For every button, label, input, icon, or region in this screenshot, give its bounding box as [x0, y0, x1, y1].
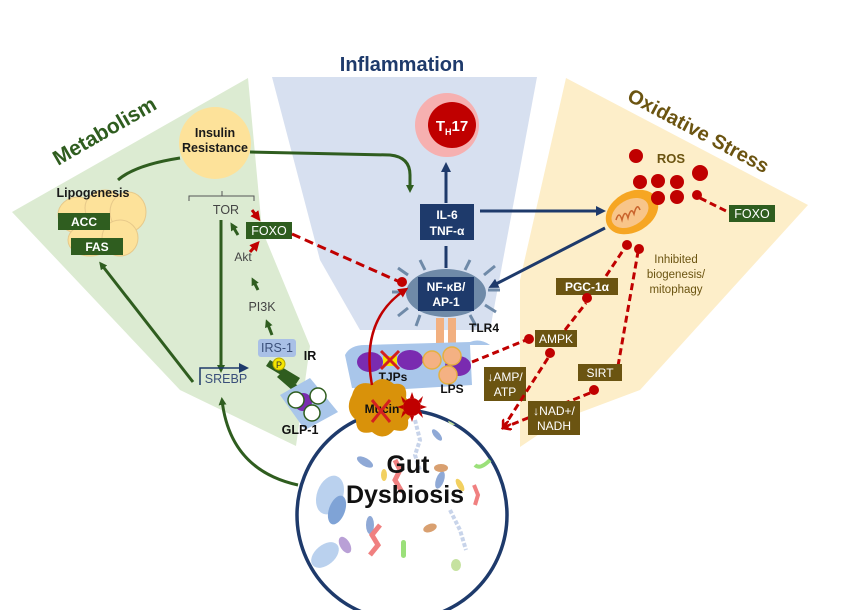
nfkb-label: NF-κB/	[427, 280, 466, 294]
atp-label: ATP	[494, 385, 516, 399]
ampk-to-pgc1a-line	[563, 302, 588, 331]
insulin-to-cytokines-arrow	[249, 150, 414, 193]
il6-label: IL-6	[436, 208, 458, 222]
fas-box	[71, 238, 123, 255]
tor-label: TOR	[213, 203, 239, 217]
tor-inhibits-foxo-arrow	[250, 209, 261, 222]
mitophagy-label: mitophagy	[649, 284, 702, 296]
inhibit-dot	[634, 244, 644, 254]
th17-cell-inner	[428, 102, 476, 148]
gut-to-srebp-arrow	[218, 397, 299, 487]
srebp-label: SREBP	[205, 372, 247, 386]
tlr4-stalk	[436, 318, 444, 346]
tnfa-label: TNF-α	[430, 224, 465, 238]
sirt-label: SIRT	[586, 366, 614, 380]
pgc1a-to-mitochondria-line	[604, 245, 628, 277]
irs1-to-pi3k-arrow	[265, 319, 274, 336]
mucin-blob	[348, 379, 413, 437]
mucin-degraded-x-icon	[370, 399, 392, 423]
inhibited-label: Inhibited	[654, 254, 697, 266]
gut-to-ampk-line	[503, 357, 550, 428]
ampk-box	[535, 330, 577, 347]
lps-label: LPS	[440, 382, 463, 396]
gut-label: Gut	[386, 451, 430, 479]
sirt-box	[578, 364, 622, 381]
tor-bracket	[188, 191, 255, 201]
srebp-to-fas-arrow	[99, 261, 195, 383]
nfkb-box	[418, 277, 474, 311]
insulin-receptor-icon: P	[266, 357, 305, 397]
irs1-label: IRS-1	[261, 341, 293, 355]
inhibit-dot	[545, 348, 555, 358]
lps-molecules-icon	[422, 346, 462, 385]
mitochondria-to-nfkb-arrow	[488, 226, 606, 288]
akt-to-tor-arrow	[230, 222, 240, 236]
ros-label: ROS	[657, 151, 686, 166]
inflammation-title: Inflammation	[340, 54, 464, 76]
insulin-to-lipogenesis-link	[117, 156, 181, 182]
foxo-oxidative-box	[729, 205, 775, 222]
inhibit-dot	[397, 277, 407, 287]
metabolism-panel	[12, 78, 310, 446]
amp-atp-box	[484, 367, 526, 401]
biogenesis-label: biogenesis/	[647, 269, 706, 281]
nad-label: ↓NAD+/	[533, 404, 575, 418]
acc-box	[58, 213, 110, 230]
fas-label: FAS	[85, 240, 108, 254]
akt-label: Akt	[234, 250, 252, 264]
irs1-box	[258, 339, 296, 357]
inhibit-dot	[692, 190, 702, 200]
amp-label: ↓AMP/	[487, 370, 523, 384]
ros-burst-icon	[397, 392, 427, 422]
foxo-metabolism-box	[246, 222, 292, 239]
inhibit-dot	[582, 293, 592, 303]
resistance-label: Resistance	[182, 141, 248, 155]
phospho-label: P	[276, 360, 282, 370]
inhibit-dot	[524, 334, 534, 344]
lipogenesis-label: Lipogenesis	[57, 186, 130, 200]
lps-to-ampk-line	[471, 338, 527, 364]
tlr4-stalk-2	[448, 318, 456, 346]
ap1-label: AP-1	[432, 295, 460, 309]
sirt-to-mitochondria-line	[616, 251, 640, 367]
pi3k-label: PI3K	[248, 300, 276, 314]
insulin-resistance-node	[179, 107, 251, 179]
ampk-label: AMPK	[539, 332, 573, 346]
oxidative-panel	[520, 78, 808, 447]
inhibit-dot	[622, 240, 632, 250]
nfkb-receptor-icon	[392, 259, 500, 327]
insulin-label: Insulin	[195, 126, 235, 140]
acc-label: ACC	[71, 215, 97, 229]
foxo-oxidative-label: FOXO	[734, 207, 770, 221]
foxo-metabolism-label: FOXO	[251, 224, 287, 238]
th17-label: TH17	[436, 118, 468, 137]
mitochondrion-icon	[605, 189, 659, 235]
bacteria-cluster	[311, 410, 492, 571]
akt-inhibits-foxo-arrow	[248, 240, 260, 253]
glp1-label: GLP-1	[282, 423, 319, 437]
pgc1a-label: PGC-1α	[565, 280, 610, 294]
inhibit-dot	[589, 385, 599, 395]
pi3k-to-akt-arrow	[251, 277, 260, 291]
gut-barrier-to-nfkb-arrow	[368, 287, 409, 386]
tlr4-label: TLR4	[469, 321, 499, 335]
tjp-broken-x-icon	[379, 349, 401, 371]
ros-molecules-icon	[629, 149, 708, 205]
nadh-label: NADH	[537, 419, 571, 433]
pgc1a-box	[556, 278, 618, 295]
dysbiosis-label: Dysbiosis	[346, 481, 464, 509]
epithelial-nucleus	[397, 350, 423, 370]
foxo-inhibits-nfkb-line	[291, 232, 401, 284]
ros-inhibits-foxo-line	[699, 196, 731, 215]
nad-nadh-box	[528, 401, 580, 435]
enteroendocrine-cell-icon	[280, 378, 338, 430]
ir-label: IR	[304, 349, 317, 363]
srebp-promoter-arrow	[199, 363, 249, 385]
cytokines-box	[420, 204, 474, 240]
